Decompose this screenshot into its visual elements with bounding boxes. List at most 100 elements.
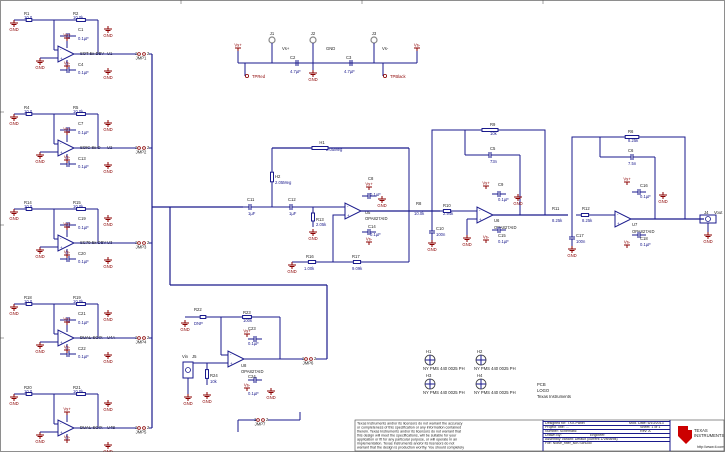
opamp-plus: + — [230, 361, 233, 366]
jumper-label: JMP6 — [303, 361, 314, 366]
opamp-body — [227, 350, 246, 368]
j5-connector — [182, 361, 194, 379]
cap-ref: C4 — [78, 62, 84, 67]
cap-ref: C21 — [78, 311, 86, 316]
power-label: Vs- — [483, 235, 490, 240]
ground-symbol: GND — [377, 196, 387, 208]
j4-ref: J4 — [704, 210, 709, 215]
power-label: Vs- — [64, 61, 71, 66]
filter-section: H12.05MegC111µFC121µFH22.05MegR132.05kGN… — [170, 122, 723, 274]
resistor-body — [76, 207, 86, 211]
feedback-resistor-value: 10.0k — [73, 109, 84, 114]
connector-ref: J2 — [311, 31, 316, 36]
c23-ref: C23 — [248, 326, 256, 331]
power-symbol: Vs+ — [234, 43, 242, 51]
power-connector: J3 — [370, 31, 378, 52]
opamp-U2: -+ — [57, 139, 76, 157]
input-stage-section: R22DNPGNDR23100k-+U8OPA827AIDVs+C230.1µF… — [169, 207, 328, 432]
opamp-package: DUAL-SOIX — [80, 425, 103, 430]
tb-project: Project Title: ... — [545, 425, 569, 429]
ground-label: GND — [35, 254, 44, 259]
power-label: Vs+ — [482, 181, 490, 186]
wire — [74, 394, 99, 429]
hole-desc: NY PMS 440 0025 PH — [474, 390, 516, 395]
ground-symbol: GND — [308, 229, 318, 241]
c16-cap — [632, 189, 646, 195]
power-symbol: Vs+ — [623, 177, 631, 185]
r12-value: 8.25k — [582, 218, 593, 223]
c2-ref: C2 — [290, 55, 296, 60]
input-resistor-value: 10.0 — [24, 109, 33, 114]
opamp-minus: - — [60, 331, 62, 336]
power-label: Vs+ — [623, 177, 631, 182]
c5-cap — [475, 152, 505, 158]
c3-ref: C3 — [346, 55, 352, 60]
c24-value: 0.1µF — [248, 391, 259, 396]
tb-assembly: Assembly Variant: Default (current 1/Var… — [545, 437, 618, 441]
hole-desc: NY PMS 440 0025 PH — [474, 366, 516, 371]
r16-resistor — [303, 260, 321, 264]
power-label: Vs- — [366, 237, 373, 242]
resistor-body — [76, 392, 86, 396]
feedback-resistor-value: 10.0k — [73, 204, 84, 209]
jumper-pin: 2 — [147, 145, 150, 150]
u6-ref: U6 — [494, 218, 500, 223]
ground-label: GND — [35, 159, 44, 164]
test-point — [382, 74, 387, 79]
jumper-pad — [137, 336, 141, 340]
jumper-pin: 2 — [266, 417, 269, 422]
opamp-U6: -+ — [476, 206, 495, 224]
tb-drawn-by: Drawn By: — [545, 433, 562, 437]
resistor-body — [25, 392, 33, 396]
tp1-label: TPRed — [252, 74, 266, 79]
power-label: Vs- — [64, 435, 71, 440]
c6-ref: C6 — [628, 148, 634, 153]
ground-symbol: GND — [287, 262, 297, 274]
c6-value: 7.5n — [628, 161, 637, 166]
h1-resistor — [300, 146, 340, 150]
cap-value: 0.1µF — [78, 36, 89, 41]
ground-label: GND — [35, 65, 44, 70]
h2-value: 2.05Meg — [275, 180, 292, 185]
disclaimer-line: implementation. Texas Instruments and/or… — [357, 442, 454, 446]
opamp-plus: + — [60, 56, 63, 61]
opamp-plus: + — [60, 150, 63, 155]
ground-symbol: GND — [703, 232, 713, 244]
vout-label: Vout — [714, 210, 723, 215]
power-symbol: Vs+ — [482, 181, 490, 189]
opamp-minus: - — [60, 141, 62, 146]
r11-value: 8.25k — [552, 218, 563, 223]
u7-ref: U7 — [632, 222, 638, 227]
feedback-resistor-ref: R15 — [73, 200, 81, 205]
r9-ref: R9 — [490, 122, 496, 127]
feedback-resistor — [70, 207, 92, 211]
power-symbol: Vs+ — [365, 182, 373, 190]
power-label: Vs- — [414, 43, 421, 48]
opamp-plus: + — [617, 221, 620, 226]
jumper-pin: 2 — [314, 356, 317, 361]
resistor-body — [205, 369, 209, 379]
disclaimer-line: this design will meet the specifications… — [357, 434, 457, 438]
power-symbol: Vs- — [366, 237, 373, 245]
ground-symbol: GND — [427, 240, 437, 252]
ground-symbol: GND — [35, 58, 45, 70]
tb-file: File: Noise_filter_sch.SchDoc — [545, 441, 592, 445]
c8-cap — [362, 193, 376, 199]
power-label: Vs- — [64, 250, 71, 255]
r10-resistor — [438, 209, 456, 213]
r8-value: 10.0k — [414, 211, 425, 216]
h2-resistor — [270, 165, 274, 189]
c15-ref: C15 — [498, 233, 506, 238]
opamp-plus: + — [60, 430, 63, 435]
u5-ref: U5 — [365, 210, 371, 215]
ground-symbol: GND — [103, 162, 113, 174]
feedback-resistor-ref: R21 — [73, 385, 81, 390]
tb-rev: Rev: A — [640, 429, 651, 433]
ground-label: GND — [180, 327, 189, 332]
c17-value: 100n — [576, 239, 586, 244]
hole-ref: H1 — [426, 349, 432, 354]
r6-value: 8.25k — [628, 138, 639, 143]
r13-ref: R13 — [316, 217, 324, 222]
